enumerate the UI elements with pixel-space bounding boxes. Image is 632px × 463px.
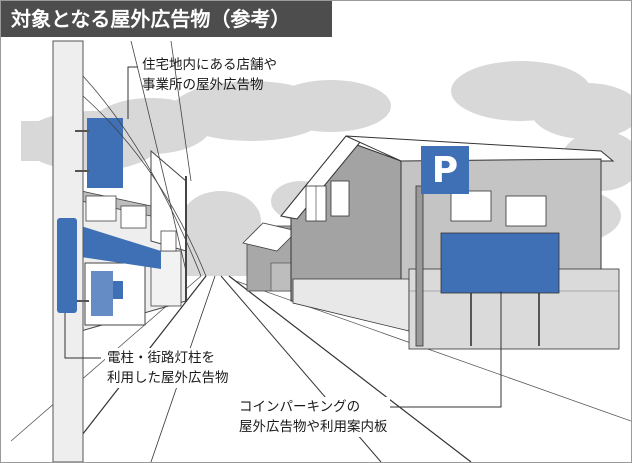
shop-small-sign bbox=[113, 281, 123, 299]
callout-shop-line2: 事業所の屋外広告物 bbox=[142, 77, 264, 93]
parking-p-letter: P bbox=[432, 150, 458, 191]
callout-parking-line2: 屋外広告物や利用案内板 bbox=[237, 417, 390, 437]
parking-sign-pole bbox=[415, 185, 424, 347]
shop-awning-sign bbox=[81, 226, 161, 269]
callout-pole-line1: 電柱・街路灯柱を bbox=[105, 348, 231, 368]
callout-shop-signs: 住宅地内にある店舗や 事業所の屋外広告物 bbox=[142, 55, 277, 95]
parking-p-sign bbox=[421, 146, 469, 194]
callout-pole-line2: 利用した屋外広告物 bbox=[105, 368, 231, 388]
callout-parking-signs: コインパーキングの 屋外広告物や利用案内板 bbox=[237, 397, 390, 437]
page-title: 対象となる屋外広告物（参考） bbox=[1, 1, 332, 37]
callout-pole-signs: 電柱・街路灯柱を 利用した屋外広告物 bbox=[105, 348, 231, 388]
parking-info-board bbox=[440, 232, 560, 346]
callout-leaders bbox=[64, 66, 502, 408]
callout-shop-line1: 住宅地内にある店舗や bbox=[142, 57, 277, 73]
callout-parking-line1: コインパーキングの bbox=[237, 397, 390, 417]
power-lines bbox=[82, 40, 207, 301]
pole-sign bbox=[57, 218, 77, 313]
shop-projecting-sign bbox=[87, 118, 123, 188]
distant-houses bbox=[242, 222, 298, 292]
